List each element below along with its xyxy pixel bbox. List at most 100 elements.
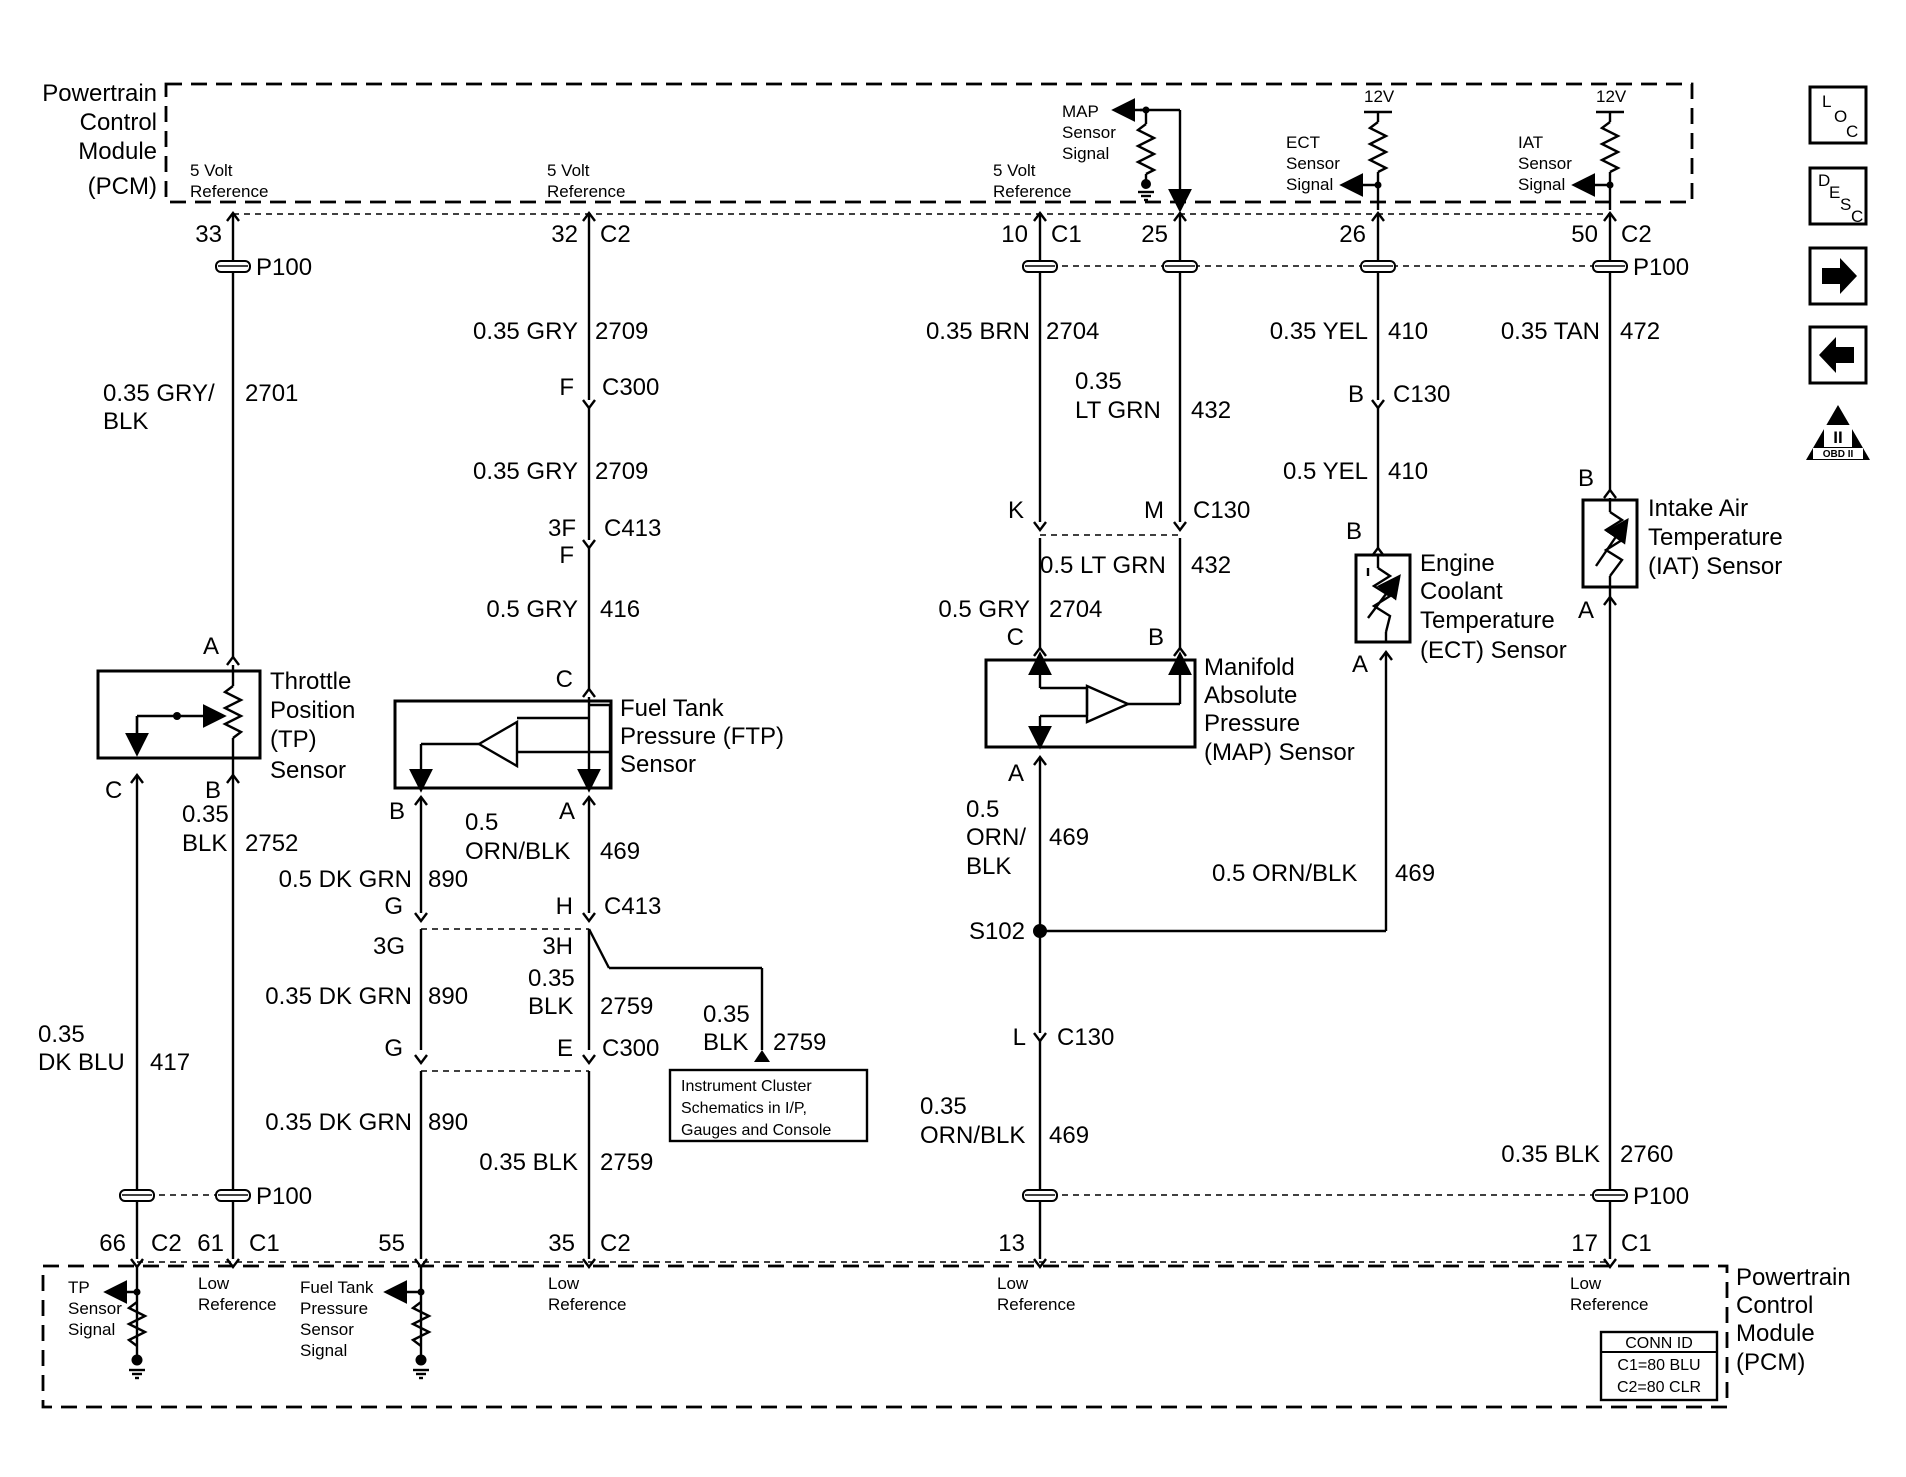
p100-label-b: P100	[1633, 254, 1689, 281]
p100-splice-map-bottom	[1022, 1189, 1058, 1202]
lowref-map-label: Low Reference	[997, 1274, 1075, 1314]
ect-connector-b	[1371, 546, 1385, 557]
c413-pin-3g: 3G	[373, 933, 405, 960]
c130-pin-l: L	[1013, 1024, 1026, 1051]
wire-432b-number: 432	[1191, 552, 1231, 579]
obd-ii-button[interactable]: II OBD II	[1806, 405, 1870, 460]
wire-2752-label: 0.35 BLK	[182, 801, 229, 857]
map-pin-a: A	[1008, 760, 1024, 787]
svg-text:(PCM): (PCM)	[88, 173, 157, 200]
wire-890a-number: 890	[428, 866, 468, 893]
svg-text:Reference: Reference	[997, 1295, 1075, 1314]
wire-2704a-number: 2704	[1046, 318, 1099, 345]
svg-text:CONN ID: CONN ID	[1625, 1335, 1693, 1352]
p100-splice-tp	[215, 260, 251, 273]
wire-2759b-label: 0.35 BLK	[703, 1001, 750, 1056]
volt12-iat-label: 12V	[1596, 87, 1627, 106]
ref5v-tp-label: 5 Volt Reference	[190, 161, 268, 201]
wire-2704a-label: 0.35 BRN	[926, 318, 1030, 345]
svg-text:Sensor: Sensor	[300, 1320, 354, 1339]
prev-arrow-button[interactable]	[1808, 325, 1868, 385]
loc-button[interactable]: L O C	[1808, 85, 1868, 145]
wire-2759b-number: 2759	[773, 1029, 826, 1056]
svg-text:Position: Position	[270, 697, 355, 724]
instrument-cluster-reference[interactable]: Instrument Cluster Schematics in I/P, Ga…	[668, 1068, 869, 1143]
wire-2709b-number: 2709	[595, 458, 648, 485]
svg-text:ORN/BLK: ORN/BLK	[465, 838, 570, 865]
svg-text:C2=80 CLR: C2=80 CLR	[1617, 1379, 1701, 1396]
svg-text:Gauges and Console: Gauges and Console	[681, 1122, 831, 1139]
pcm-bottom-label: Powertrain Control Module (PCM)	[1736, 1264, 1851, 1376]
c413-pin-3f: 3F	[548, 515, 576, 542]
c413-pin-f: F	[559, 542, 574, 569]
map-sensor-label: Manifold Absolute Pressure (MAP) Sensor	[1204, 654, 1355, 766]
svg-text:0.35: 0.35	[182, 801, 229, 828]
c130-label-b: C130	[1393, 381, 1450, 408]
map-sensor-symbol	[1028, 651, 1192, 750]
svg-text:0.5: 0.5	[465, 809, 498, 836]
c300-pin-g: G	[384, 1035, 403, 1062]
wire-2709b-label: 0.35 GRY	[473, 458, 578, 485]
conn-c2-top-b: C2	[1621, 221, 1652, 248]
pin-61: 61	[197, 1230, 224, 1257]
svg-text:0.35: 0.35	[920, 1093, 967, 1120]
svg-text:Low: Low	[198, 1274, 230, 1293]
svg-text:II: II	[1833, 428, 1842, 447]
svg-text:OBD II: OBD II	[1823, 449, 1854, 460]
wire-432a-label: 0.35 LT GRN	[1075, 368, 1161, 424]
ect-pin-a: A	[1352, 651, 1368, 678]
next-arrow-button[interactable]	[1808, 246, 1868, 306]
wire-2704b-label: 0.5 GRY	[938, 596, 1030, 623]
svg-text:Powertrain: Powertrain	[1736, 1264, 1851, 1291]
wire-2759c-label: 0.35 BLK	[479, 1149, 578, 1176]
svg-text:Absolute: Absolute	[1204, 682, 1297, 709]
c130-connector-ect	[1371, 399, 1385, 410]
desc-button[interactable]: D E S C	[1808, 166, 1868, 226]
svg-text:Signal: Signal	[1062, 144, 1109, 163]
svg-text:Reference: Reference	[547, 182, 625, 201]
wire-432a-number: 432	[1191, 397, 1231, 424]
svg-text:Pressure: Pressure	[300, 1299, 368, 1318]
pcm-bottom-box	[41, 1264, 1729, 1409]
ftp-connector-c	[582, 687, 596, 698]
svg-text:ORN/BLK: ORN/BLK	[920, 1122, 1025, 1149]
ect-sensor-box	[1354, 553, 1412, 644]
iat-thermistor-symbol	[1595, 498, 1629, 597]
svg-text:(TP): (TP)	[270, 726, 317, 753]
svg-text:DK BLU: DK BLU	[38, 1049, 125, 1076]
svg-text:(MAP) Sensor: (MAP) Sensor	[1204, 739, 1355, 766]
c413-pin-h: H	[556, 893, 573, 920]
iat-pin-a: A	[1578, 597, 1594, 624]
pin-10: 10	[1001, 221, 1028, 248]
svg-text:Signal: Signal	[300, 1341, 347, 1360]
svg-text:Signal: Signal	[1518, 175, 1565, 194]
tp-sensor-symbol	[125, 665, 244, 775]
p100-splice-iat	[1592, 260, 1628, 273]
pin-66: 66	[99, 1230, 126, 1257]
ref5v-ftp-label: 5 Volt Reference	[547, 161, 625, 201]
wire-2701-label: 0.35 GRY/ BLK	[103, 380, 215, 435]
tp-pin-a: A	[203, 633, 219, 660]
ect-pin-b: B	[1346, 518, 1362, 545]
c130-pin-k: K	[1008, 497, 1024, 524]
wire-469d-number: 469	[1049, 1122, 1089, 1149]
svg-text:5 Volt: 5 Volt	[190, 161, 233, 180]
ftp-pin-c: C	[556, 666, 573, 693]
conn-c1-bottom-b: C1	[1621, 1230, 1652, 1257]
lowref-ftp-label: Low Reference	[548, 1274, 626, 1314]
svg-text:Schematics in I/P,: Schematics in I/P,	[681, 1100, 807, 1117]
tp-signal-circuit	[103, 1267, 148, 1380]
c130-pin-m: M	[1144, 497, 1164, 524]
svg-text:Throttle: Throttle	[270, 668, 351, 695]
svg-text:ECT: ECT	[1286, 133, 1320, 152]
svg-text:Module: Module	[1736, 1320, 1815, 1347]
svg-text:BLK: BLK	[528, 993, 573, 1020]
ftp-signal-label: Fuel Tank Pressure Sensor Signal	[300, 1278, 374, 1360]
top-pin-chevrons	[226, 211, 1617, 222]
svg-text:Low: Low	[1570, 1274, 1602, 1293]
wire-890b-label: 0.35 DK GRN	[265, 983, 412, 1010]
pin-50: 50	[1571, 221, 1598, 248]
pin-25: 25	[1141, 221, 1168, 248]
p100-splice-tp-bottom-b	[215, 1189, 251, 1202]
svg-text:Temperature: Temperature	[1648, 524, 1783, 551]
